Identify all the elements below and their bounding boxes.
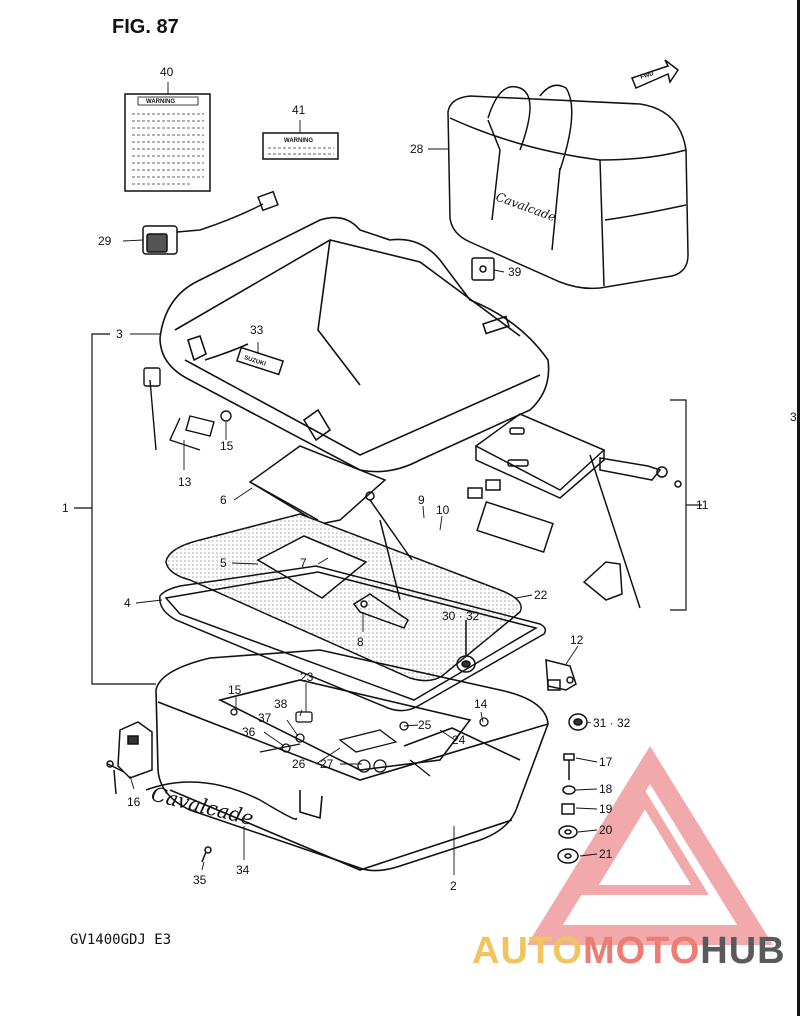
callout-26: 26 [292, 757, 306, 771]
callout-37: 37 [258, 711, 272, 725]
mounting-bolt-stack [557, 753, 579, 864]
bag-script-text: Cavalcade [494, 190, 558, 225]
callout-22: 22 [534, 588, 548, 602]
callout-10: 10 [436, 503, 450, 517]
screw-35 [201, 846, 212, 863]
callout-18: 18 [599, 782, 613, 796]
callout-4: 4 [124, 596, 131, 610]
callout-7: 7 [300, 556, 307, 570]
leader-lines [122, 82, 598, 875]
lid-lock-assembly [467, 413, 682, 609]
callout-14: 14 [474, 697, 488, 711]
callout-24: 24 [452, 733, 466, 747]
callout-16: 16 [127, 795, 141, 809]
top-case-base [155, 649, 549, 872]
callout-30: 30 · 32 [442, 609, 480, 623]
callout-33: 33 [250, 323, 264, 337]
callout-edge: 3 [790, 410, 797, 424]
callout-13: 13 [178, 475, 192, 489]
callout-5: 5 [220, 556, 227, 570]
rubber-pad-39 [471, 257, 495, 281]
warning-label-text: WARNING [146, 99, 175, 105]
lid-inner-panel [248, 445, 387, 525]
top-case-lid [159, 216, 550, 473]
watermark-part-3: HUB [700, 930, 786, 972]
callout-11: 11 [696, 498, 709, 512]
lock-and-key [106, 721, 153, 795]
watermark-part-2: MOTO [582, 930, 701, 972]
fwd-text: FWD [640, 71, 655, 81]
callout-3: 3 [116, 327, 123, 341]
callout-28: 28 [410, 142, 424, 156]
callout-39: 39 [508, 265, 522, 279]
group-brackets [74, 333, 702, 685]
callout-29: 29 [98, 234, 112, 248]
callout-35: 35 [193, 873, 207, 887]
callout-15b: 15 [228, 683, 242, 697]
callout-17: 17 [599, 755, 613, 769]
callout-19: 19 [599, 802, 613, 816]
callout-27: 27 [320, 757, 334, 771]
callout-1: 1 [62, 501, 69, 515]
callout-20: 20 [599, 823, 613, 837]
callout-40: 40 [160, 65, 174, 79]
latch-bracket [545, 659, 577, 691]
callout-34: 34 [236, 863, 250, 877]
script-emblem-text: Cavalcade [149, 782, 256, 831]
callout-12: 12 [570, 633, 584, 647]
callout-6: 6 [220, 493, 227, 507]
callout-21: 21 [599, 847, 613, 861]
callout-36: 36 [242, 725, 256, 739]
warning-label-large: WARNING [124, 93, 211, 192]
callout-8: 8 [357, 635, 364, 649]
callout-38: 38 [274, 697, 288, 711]
watermark-text: AUTOMOTOHUB [472, 930, 786, 973]
base-internal-parts [230, 708, 489, 777]
script-emblem: Cavalcade [145, 781, 298, 831]
callout-15a: 15 [220, 439, 234, 453]
lid-emblem: SUZUKI [235, 346, 285, 376]
callout-31: 31 · 32 [593, 716, 631, 730]
callout-41: 41 [292, 103, 306, 117]
warning-label-small-text: WARNING [284, 138, 313, 144]
watermark-part-1: AUTO [472, 930, 583, 972]
callout-2: 2 [450, 879, 457, 893]
figure-title: FIG. 87 [112, 16, 179, 38]
page-edge-bar [797, 0, 800, 1016]
hinge-parts [143, 367, 232, 451]
callout-23: 23 [300, 670, 314, 684]
switch-with-cable [142, 190, 279, 255]
fwd-arrow: FWD [631, 59, 680, 89]
callout-25: 25 [418, 718, 432, 732]
model-code: GV1400GDJ E3 [70, 932, 172, 948]
watermark-triangle [527, 745, 773, 945]
callout-9: 9 [418, 493, 425, 507]
warning-label-small: WARNING [262, 132, 339, 160]
